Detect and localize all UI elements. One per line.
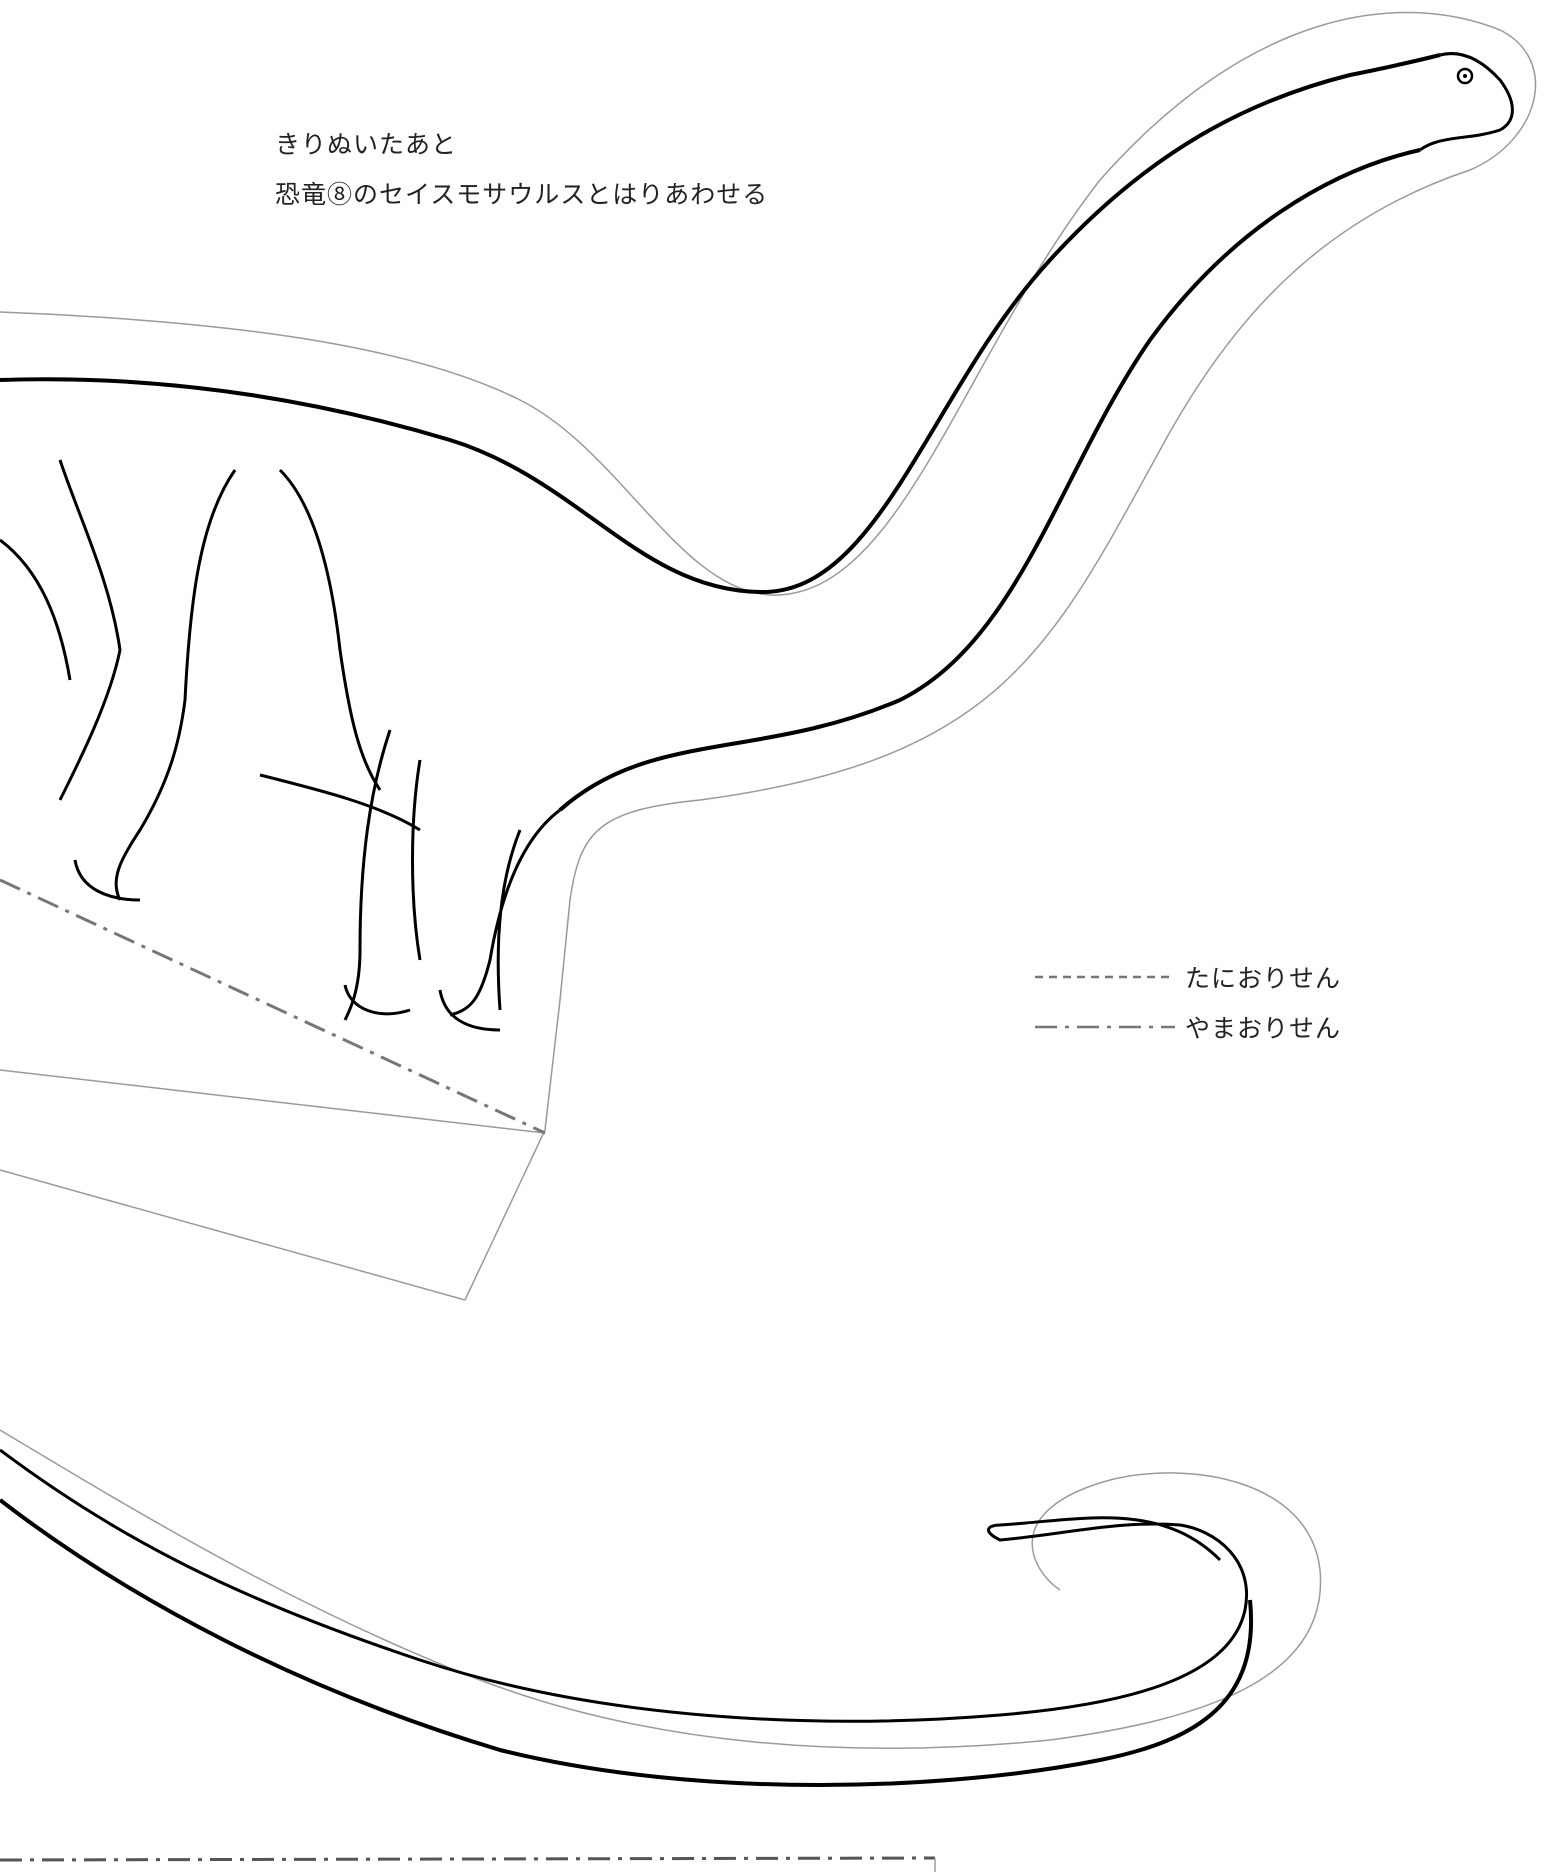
foot-1	[73, 859, 141, 902]
front-leg-far	[343, 729, 422, 1021]
instruction-line-2: 恐竜⑧のセイスモサウルスとはりあわせる	[275, 180, 769, 209]
tail-outline-lower	[0, 1498, 1254, 1787]
front-leg-near	[449, 808, 561, 1017]
legend-valley-fold: たにおりせん	[1035, 960, 1341, 994]
dashed-line-icon	[1035, 975, 1175, 979]
mountain-fold-line-upper	[0, 878, 546, 1135]
hind-leg-rear	[0, 459, 122, 801]
hind-leg	[114, 468, 382, 901]
dash-dot-line-icon	[1035, 1025, 1175, 1029]
tail-cut-line	[0, 1429, 1322, 1749]
mountain-fold-line-bottom	[0, 1856, 936, 1862]
foot-3	[438, 989, 501, 1032]
tail-outline-upper	[0, 1448, 1248, 1723]
head-outline	[1419, 52, 1514, 152]
belly-line	[259, 773, 421, 832]
base-flap-cut-line	[0, 1069, 546, 1301]
instruction-line-1: きりぬいたあと	[275, 130, 458, 159]
eye-icon	[1456, 67, 1474, 85]
neck-underside-outline	[558, 148, 1421, 812]
body-outline	[0, 53, 1441, 595]
foot-2	[343, 984, 411, 1016]
neck-cut-line	[0, 11, 1537, 1301]
legend-mountain-label: やまおりせん	[1185, 1014, 1342, 1043]
legend-mountain-fold: やまおりせん	[1035, 1010, 1341, 1044]
legend-valley-label: たにおりせん	[1185, 964, 1342, 993]
